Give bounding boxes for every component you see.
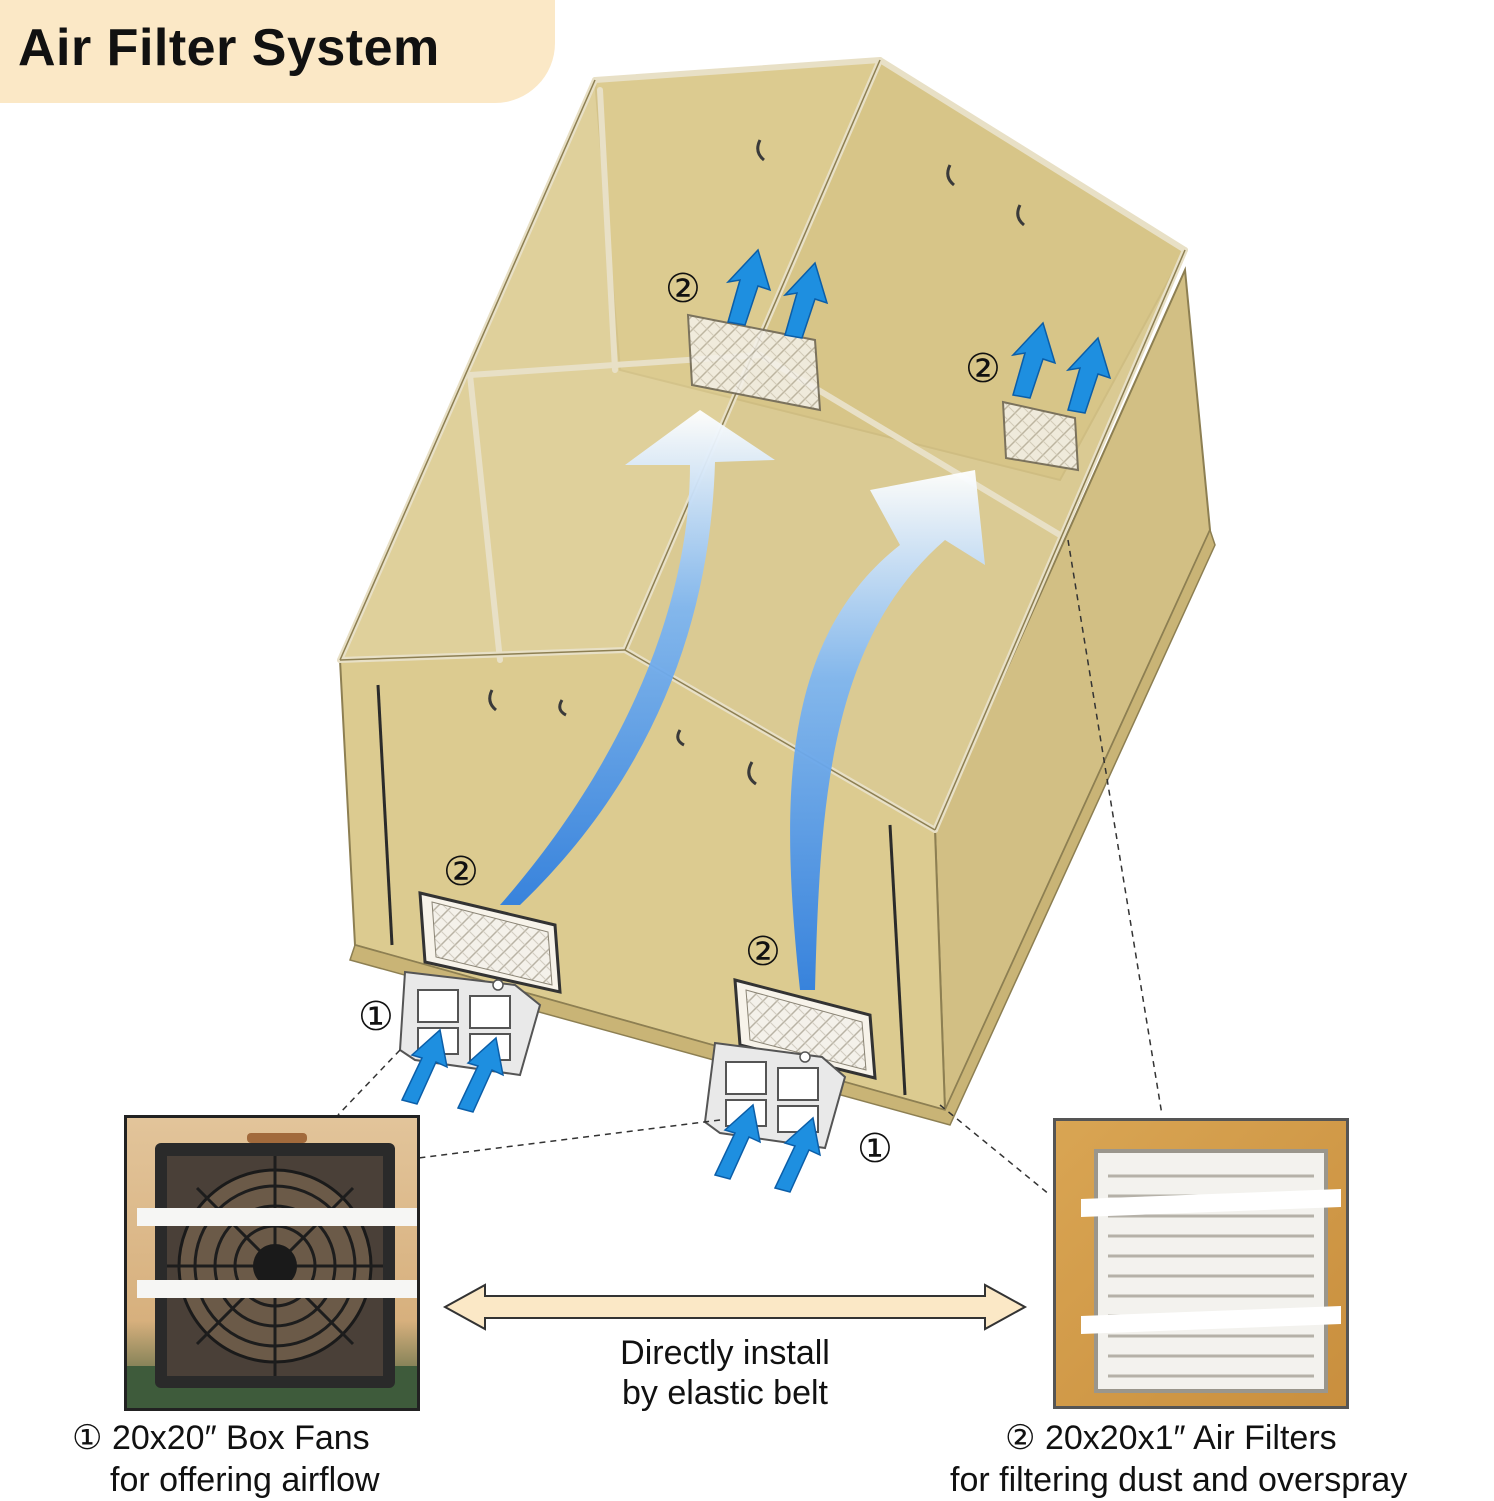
filter-panel-back-right xyxy=(1001,400,1080,472)
arrow-intake-4 xyxy=(773,1116,822,1193)
marker-fan-right: ① xyxy=(857,1126,893,1172)
marker-filter-front-right: ② xyxy=(745,929,781,975)
marker-filter-front-left: ② xyxy=(443,849,479,895)
filter-panel-front-left xyxy=(418,891,562,994)
arrow-exhaust-1 xyxy=(725,248,772,326)
arrow-exhaust-2 xyxy=(782,261,829,339)
tent-floor-edge xyxy=(349,527,1216,1126)
arrow-exhaust-4 xyxy=(1065,336,1112,414)
fan-caption: ① 20x20″ Box Fans for offering airflow xyxy=(72,1417,472,1501)
filter-caption-line2: for filtering dust and overspray xyxy=(950,1461,1408,1499)
marker-filter-back-left: ② xyxy=(665,266,701,312)
air-filter-photo xyxy=(1053,1118,1349,1409)
filter-panel-back-left xyxy=(686,313,822,412)
airflow-arrow-left xyxy=(500,410,775,905)
arrow-exhaust-3 xyxy=(1010,321,1057,399)
filter-panel-front-right xyxy=(733,978,877,1080)
fan-caption-marker: ① xyxy=(72,1418,103,1458)
filter-caption-line1: 20x20x1″ Air Filters xyxy=(1044,1419,1337,1457)
tent xyxy=(337,57,1216,1126)
arrow-intake-2 xyxy=(456,1036,505,1113)
marker-filter-back-right: ② xyxy=(965,346,1001,392)
fan-caption-line1: 20x20″ Box Fans xyxy=(111,1419,370,1457)
install-note-line1: Directly install xyxy=(620,1334,830,1372)
filter-caption: ② 20x20x1″ Air Filters for filtering dus… xyxy=(950,1417,1490,1501)
install-double-arrow xyxy=(442,1283,1028,1331)
small-arrows xyxy=(400,248,1112,1193)
page-title: Air Filter System xyxy=(18,19,440,77)
marker-fan-left: ① xyxy=(358,994,394,1040)
arrow-intake-1 xyxy=(400,1028,449,1105)
airflow-arrow-right xyxy=(790,470,985,990)
box-fan-right xyxy=(703,1041,847,1150)
fan-caption-line2: for offering airflow xyxy=(110,1461,380,1499)
box-fan-photo xyxy=(124,1115,420,1411)
install-note-line2: by elastic belt xyxy=(622,1374,828,1412)
arrow-intake-3 xyxy=(713,1103,762,1180)
leader-lines xyxy=(337,539,1163,1196)
install-note: Directly install by elastic belt xyxy=(560,1333,890,1413)
title-badge: Air Filter System xyxy=(0,0,555,103)
filter-caption-marker: ② xyxy=(1005,1418,1036,1458)
